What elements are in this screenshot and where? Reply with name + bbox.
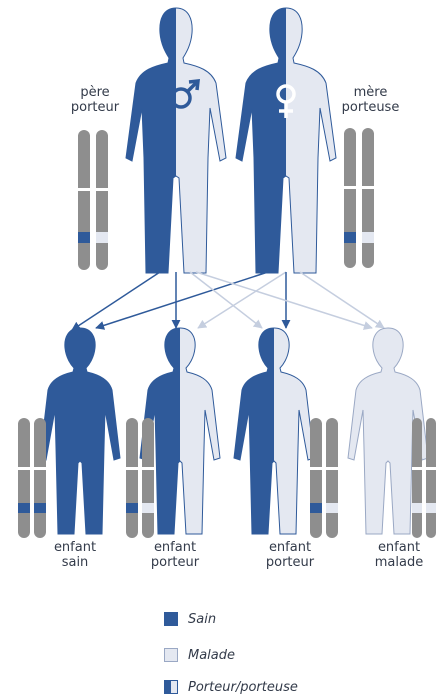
child-carrier-1-chromosomes: [126, 418, 154, 538]
legend-porteur: Porteur/porteuse: [164, 678, 298, 696]
father-figure: [125, 7, 227, 274]
legend-sain: Sain: [164, 610, 216, 628]
legend-malade-swatch: [164, 648, 178, 662]
child-healthy-label: enfant sain: [40, 540, 110, 570]
child-carrier-1-label-line2: porteur: [150, 555, 200, 570]
child-healthy-chromosomes: [18, 418, 46, 538]
mother-label-line1: mère: [353, 85, 388, 100]
male-symbol-icon: [170, 79, 200, 109]
child-carrier-2-label: enfant porteur: [250, 540, 330, 570]
child-healthy-label-line1: enfant: [53, 540, 97, 555]
child-carrier-1-label: enfant porteur: [135, 540, 215, 570]
child-affected-label-line2: malade: [374, 555, 424, 570]
child-healthy-label-line2: sain: [61, 555, 89, 570]
legend-sain-swatch: [164, 612, 178, 626]
legend-porteur-swatch: [164, 680, 178, 694]
legend-malade-label: Malade: [188, 647, 236, 663]
legend-sain-label: Sain: [188, 611, 217, 627]
child-carrier-1-label-line1: enfant: [153, 540, 197, 555]
legend-porteur-label: Porteur/porteuse: [188, 679, 298, 695]
child-affected-chromosomes: [412, 418, 436, 538]
child-affected-label: enfant malade: [362, 540, 436, 570]
father-chromosomes: [78, 130, 108, 270]
father-label: père porteur: [60, 85, 130, 115]
legend-malade: Malade: [164, 646, 235, 664]
inheritance-arrows: [71, 271, 385, 331]
father-label-line2: porteur: [70, 100, 120, 115]
female-symbol-icon: [276, 84, 296, 118]
mother-label: mère porteuse: [333, 85, 408, 115]
mother-label-line2: porteuse: [341, 100, 400, 115]
child-healthy-figure: [39, 327, 121, 535]
child-carrier-2-label-line2: porteur: [265, 555, 315, 570]
mother-figure: [235, 7, 337, 274]
mother-chromosomes: [344, 128, 374, 268]
father-label-line1: père: [80, 85, 110, 100]
child-carrier-2-label-line1: enfant: [268, 540, 312, 555]
child-affected-label-line1: enfant: [377, 540, 421, 555]
child-carrier-2-chromosomes: [310, 418, 338, 538]
child-carrier-2-figure: [233, 327, 315, 535]
